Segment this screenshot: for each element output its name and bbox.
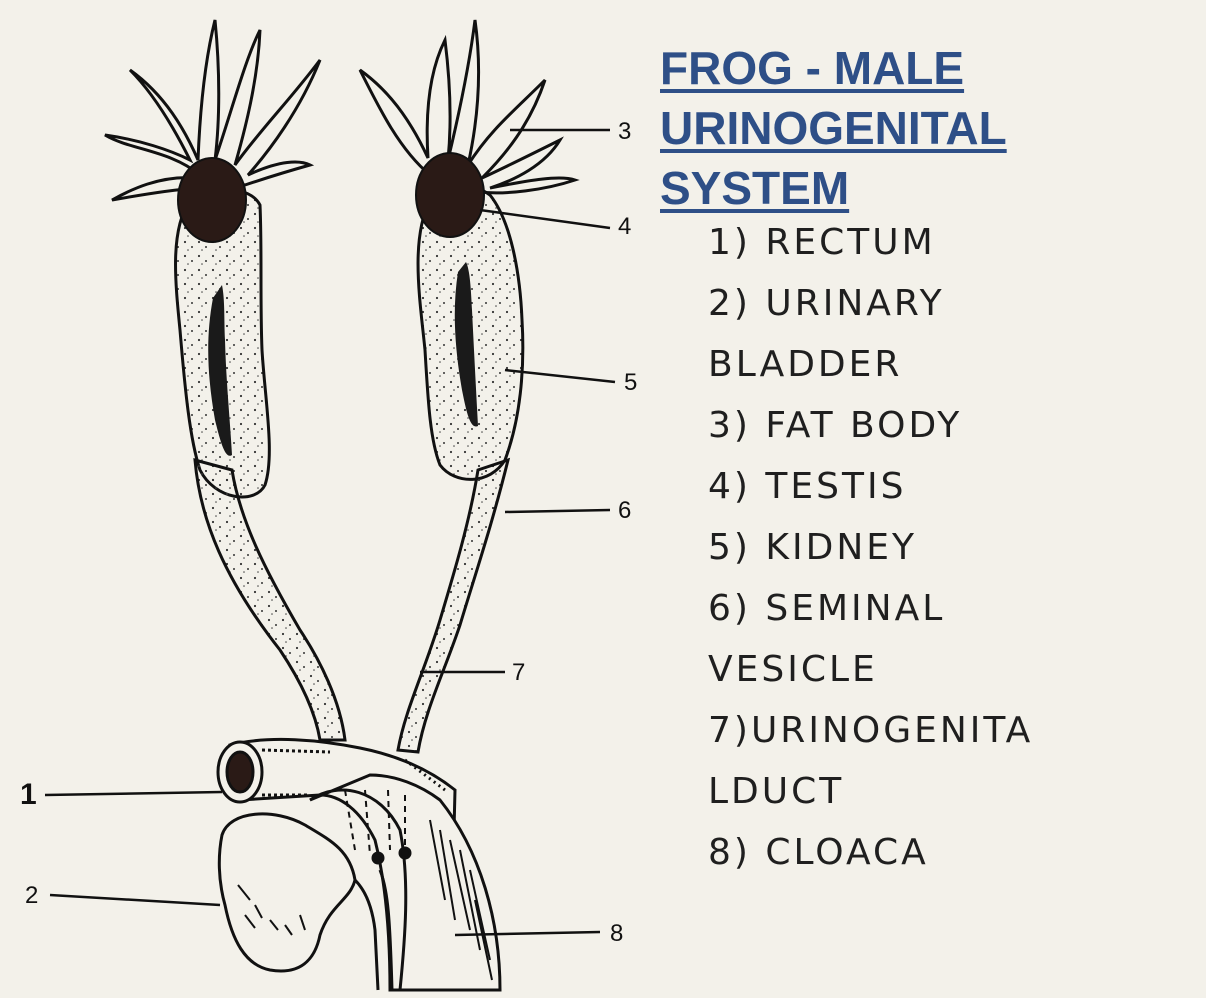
callout-8: 8: [610, 920, 623, 947]
callout-1: 1: [20, 778, 37, 811]
callout-7: 7: [512, 659, 525, 686]
callout-5: 5: [624, 369, 637, 396]
title-line-2: URINOGENITAL: [660, 98, 1007, 158]
legend-item: 3) FAT BODY: [708, 395, 1033, 456]
legend-list: 1) RECTUM 2) URINARY BLADDER 3) FAT BODY…: [708, 212, 1033, 883]
callout-2: 2: [25, 882, 38, 909]
legend-item: 8) CLOACA: [708, 822, 1033, 883]
right-testis: [416, 153, 484, 237]
callout-4: 4: [618, 213, 631, 240]
title-line-3: SYSTEM: [660, 158, 1007, 218]
left-urinogenital-duct: [195, 460, 345, 740]
callout-6: 6: [618, 497, 631, 524]
legend-item: VESICLE: [708, 639, 1033, 700]
title-line-1: FROG - MALE: [660, 38, 1007, 98]
legend-item: LDUCT: [708, 761, 1033, 822]
callout-3: 3: [618, 118, 631, 145]
urinary-bladder: [219, 814, 392, 990]
legend-item: 1) RECTUM: [708, 212, 1033, 273]
right-urinogenital-duct: [398, 460, 508, 752]
legend-item: BLADDER: [708, 334, 1033, 395]
legend-item: 6) SEMINAL: [708, 578, 1033, 639]
legend-item: 7)URINOGENITA: [708, 700, 1033, 761]
diagram-title: FROG - MALE URINOGENITAL SYSTEM: [660, 38, 1007, 218]
callout-lines: [45, 130, 615, 935]
legend-item: 2) URINARY: [708, 273, 1033, 334]
left-testis: [178, 158, 246, 242]
legend-item: 5) KIDNEY: [708, 517, 1033, 578]
legend-item: 4) TESTIS: [708, 456, 1033, 517]
